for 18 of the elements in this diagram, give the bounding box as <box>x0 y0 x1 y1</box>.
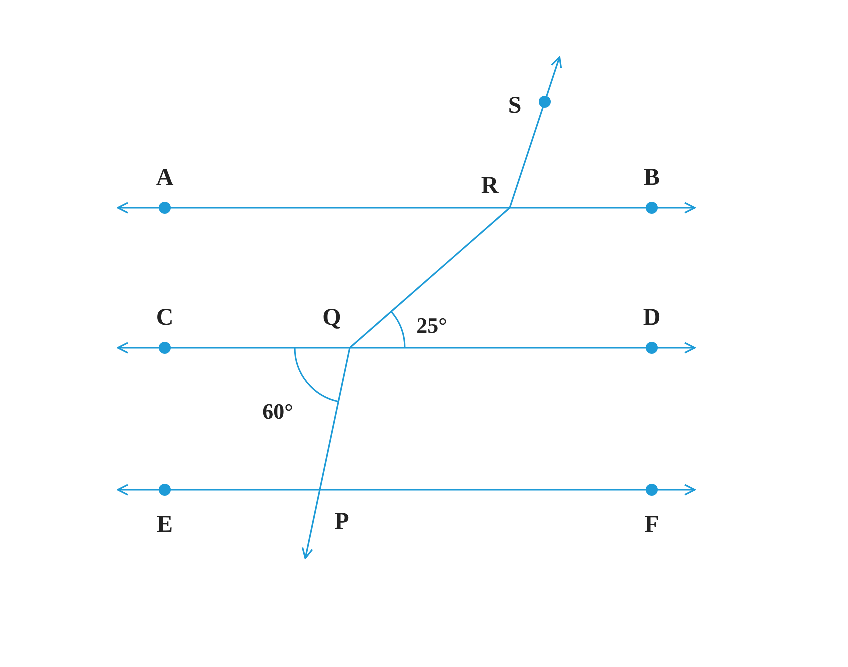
angle-label: 60° <box>262 401 294 423</box>
line <box>349 207 511 349</box>
point-label: B <box>644 166 660 190</box>
line <box>117 202 696 214</box>
point-label: E <box>157 513 173 537</box>
line <box>509 56 562 208</box>
angle-label: 25° <box>416 315 448 337</box>
point-label: A <box>156 166 174 190</box>
point-label: S <box>508 94 522 118</box>
point-label: D <box>643 306 661 330</box>
point-label: Q <box>322 306 342 330</box>
line <box>117 342 696 354</box>
point-label: R <box>481 174 499 198</box>
point-label: P <box>334 510 350 534</box>
line <box>117 484 696 496</box>
point-label: F <box>644 513 660 537</box>
point-label: C <box>156 306 174 330</box>
line <box>302 348 351 560</box>
